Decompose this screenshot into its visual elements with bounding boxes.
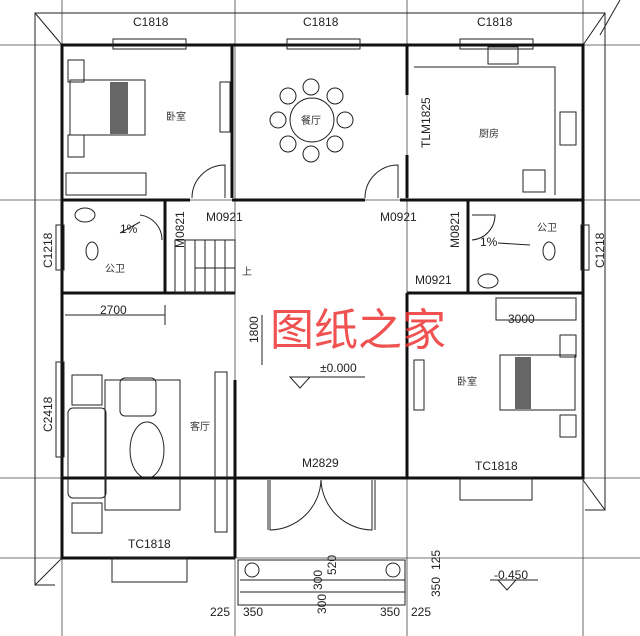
window-label: C1818: [133, 15, 169, 29]
elevation-label: -0.450: [494, 568, 528, 582]
furniture: [65, 46, 577, 606]
dimension-label: 300: [315, 594, 329, 614]
dimension-label: 225: [210, 605, 230, 619]
window-label: TC1818: [475, 459, 518, 473]
window-marks: [55, 38, 590, 583]
dimension-label: 3000: [508, 312, 535, 326]
washbasin-icon: [74, 207, 96, 223]
washbasin-icon: [477, 273, 499, 289]
eave-outline: [34, 0, 621, 586]
window-label: TC1818: [128, 537, 171, 551]
blanket-icon: [110, 82, 128, 134]
walls: [60, 43, 585, 560]
room-label: 餐厅: [301, 114, 321, 127]
window-label: C1218: [41, 232, 55, 268]
armchair-icon: [119, 377, 157, 417]
room-label: 厨房: [479, 127, 499, 140]
bed-icon: [69, 79, 146, 136]
watermark: 图纸之家: [270, 305, 446, 356]
window-label: C2418: [41, 396, 55, 432]
door-label: M0921: [380, 210, 417, 224]
coffee-table-icon: [129, 421, 165, 479]
dining-table-icon: [289, 97, 335, 143]
labels: C1818 C1818 C1818 C1218 C1218 C2418 TC18…: [41, 15, 607, 619]
chair-icons: [269, 78, 354, 163]
column-icon: [385, 562, 401, 578]
room-label: 客厅: [190, 420, 210, 433]
door-label: M2829: [302, 456, 339, 470]
sink-icon: [487, 46, 519, 65]
nightstand-icon: [559, 414, 577, 438]
room-label: 卧室: [166, 110, 186, 123]
nightstand-icon: [67, 59, 85, 83]
dimension-label: 350: [429, 577, 443, 597]
entrance-steps: [237, 559, 406, 606]
tv-cabinet-icon: [214, 371, 228, 533]
bed-icon: [499, 354, 576, 411]
elevation-label: ±0.000: [320, 361, 357, 375]
dimension-label: 520: [325, 555, 339, 575]
stair-direction-label: 上: [242, 266, 252, 278]
nightstand-icon: [67, 134, 85, 158]
stove-icon: [559, 111, 577, 146]
door-label: M0821: [448, 211, 462, 248]
wardrobe-icon: [495, 297, 577, 321]
wardrobe-icon: [65, 172, 147, 196]
nightstand-icon: [559, 334, 577, 358]
dimension-label: 350: [243, 605, 263, 619]
column-icon: [244, 562, 260, 578]
dimension-label: 2700: [100, 303, 127, 317]
door-label: M0921: [415, 273, 452, 287]
dimension-label: 125: [429, 550, 443, 570]
dimension-label: 225: [411, 605, 431, 619]
window-label: C1818: [477, 15, 513, 29]
room-label: 卧室: [457, 375, 477, 388]
dimension-label: 350: [380, 605, 400, 619]
toilet-icon: [542, 241, 556, 261]
sofa-icon: [67, 407, 107, 499]
room-label: 公卫: [537, 223, 557, 234]
dimension-label: 300: [311, 570, 325, 590]
toilet-icon: [85, 241, 99, 261]
room-label: 公卫: [105, 264, 125, 275]
slope-label: 1%: [120, 222, 138, 236]
dimension-label: 1800: [247, 316, 261, 343]
kitchen-counter-icon: [414, 66, 556, 195]
slope-label: 1%: [480, 235, 498, 249]
window-label: TLM1825: [419, 97, 433, 148]
stairs-icon: [174, 239, 236, 294]
fridge-icon: [522, 169, 546, 193]
door-label: M0821: [173, 211, 187, 248]
tv-cabinet-icon: [413, 359, 425, 411]
door-label: M0921: [206, 210, 243, 224]
side-table-icon: [71, 374, 103, 406]
door-swings: [139, 164, 496, 531]
window-label: C1818: [303, 15, 339, 29]
carpet-icon: [104, 379, 181, 511]
window-label: C1218: [593, 232, 607, 268]
side-table-icon: [71, 502, 103, 534]
tv-cabinet-icon: [219, 81, 231, 133]
blanket-icon: [515, 357, 531, 409]
